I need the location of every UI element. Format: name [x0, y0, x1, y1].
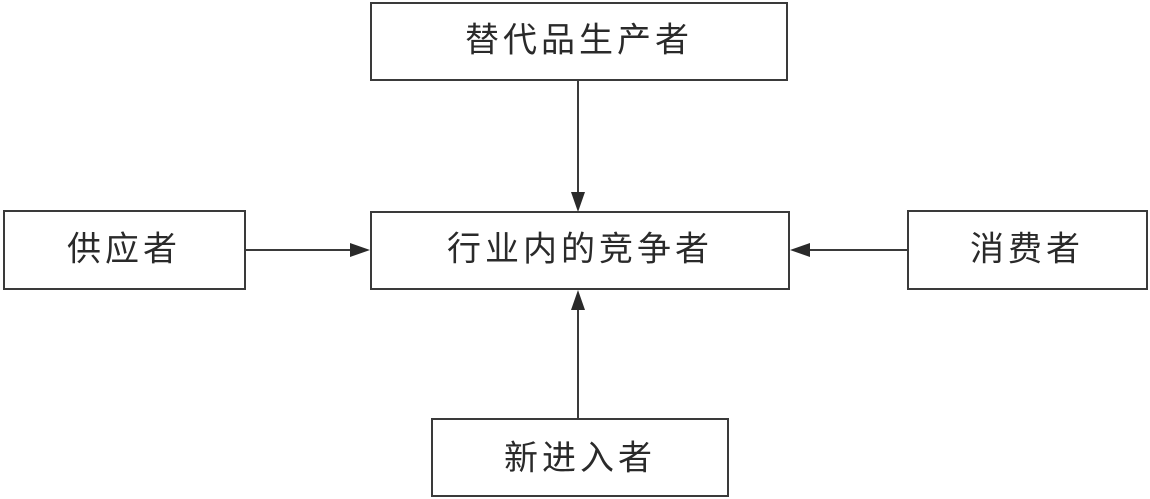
node-label: 供应者: [67, 230, 181, 270]
arrowhead: [571, 290, 585, 310]
edge-substitute-to-center: [571, 80, 585, 212]
node-label: 消费者: [970, 230, 1084, 270]
node-new-entrants: 新进入者: [431, 418, 729, 497]
edge-consumer-to-center: [790, 243, 908, 257]
arrowhead: [790, 243, 810, 257]
arrowhead: [350, 243, 370, 257]
node-label: 替代品生产者: [465, 21, 693, 61]
node-consumers: 消费者: [907, 210, 1148, 290]
node-label: 新进入者: [504, 439, 656, 479]
node-label: 行业内的竞争者: [447, 230, 713, 270]
edge-entrant-to-center: [571, 290, 585, 419]
node-industry-competitors: 行业内的竞争者: [370, 211, 790, 290]
node-suppliers: 供应者: [3, 210, 246, 290]
arrowhead: [571, 192, 585, 212]
edge-supplier-to-center: [245, 243, 370, 257]
node-substitute-producers: 替代品生产者: [370, 2, 788, 81]
